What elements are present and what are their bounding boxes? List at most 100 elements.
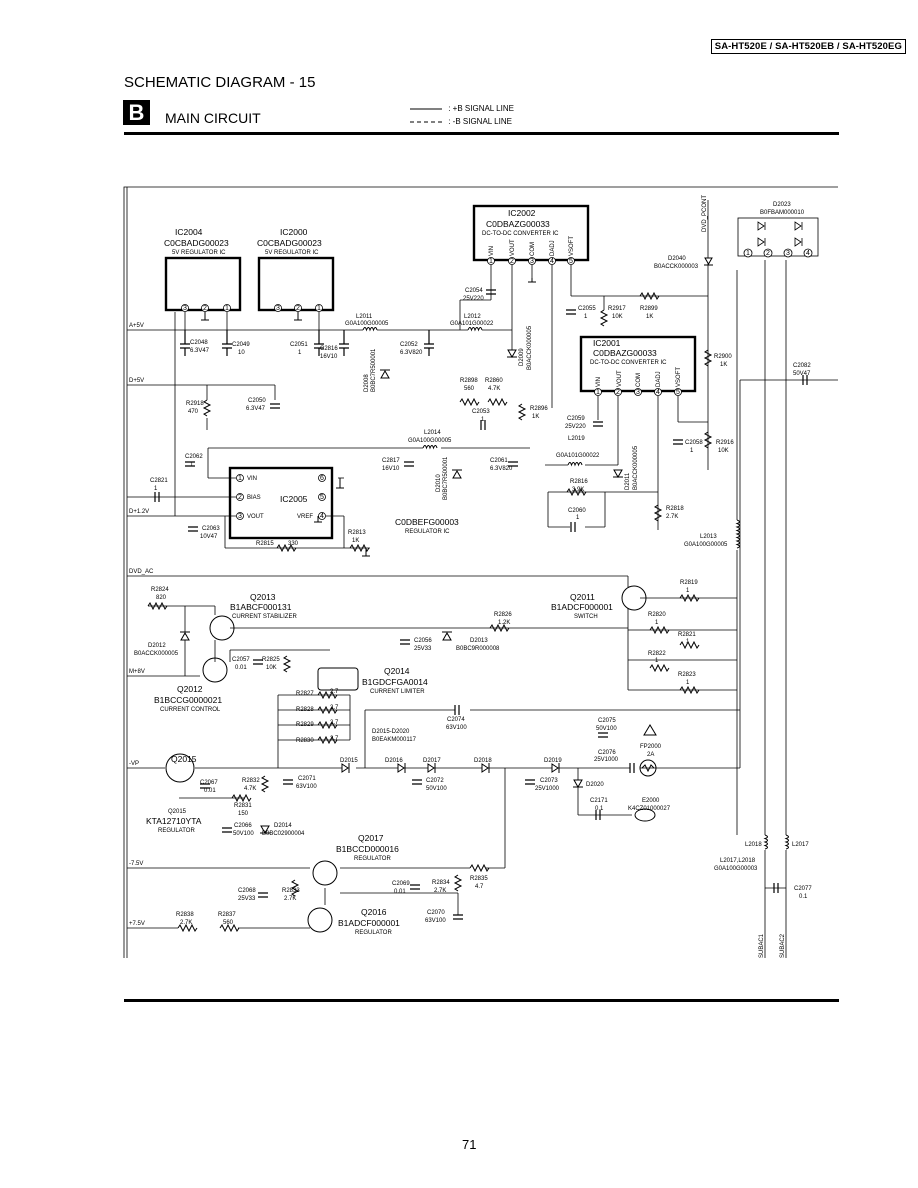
l2012-coil [467,327,483,332]
dashed-line-icon [410,121,442,123]
header-rule [124,132,839,135]
ic2002-pin-vout: VOUT [510,239,516,256]
c2066-value: 50V100 [233,831,254,837]
c2059-value: 25V220 [565,424,586,430]
q2015-part: KTA12710YTA [146,816,202,826]
r2898-value: 560 [464,386,475,392]
c2070-label: C2070 [427,910,445,916]
r2833-label: R2833 [282,888,300,894]
net-dvd-pcont: DVD_PCONT [702,195,708,232]
section-name: MAIN CIRCUIT [165,110,261,126]
ic2002-pin-vin: VIN [489,246,495,256]
c2058-value: 1 [690,448,694,454]
d2011-label: D2011 [625,472,631,490]
ic2001-pin2: 2 [616,389,620,396]
ic2002-pin3: 3 [530,258,534,265]
r2833-value: 2.7K [284,896,296,902]
q2014-ref: Q2014 [384,666,410,676]
legend-minus-b: : -B SIGNAL LINE [410,117,514,130]
ic2001-pin5: 5 [676,389,680,396]
q2012-part: B1BCCG0000021 [154,695,222,705]
r2815-label: R2815 [256,541,274,547]
ic2005-pin4: 4 [320,513,324,520]
net-a5v: A+5V [129,323,144,329]
r2900-value: 1K [720,362,727,368]
ic2001: IC2001 C0DBAZG00033 DC-TO-DC CONVERTER I… [579,335,697,396]
bridge-pin-1: 1 [746,250,750,257]
c2072-label: C2072 [426,778,444,784]
ic2004-ref: IC2004 [175,227,203,237]
r2830-label: R2830 [296,738,314,744]
ic2002-pin5: 5 [569,258,573,265]
bridge-pin-3: 3 [786,250,790,257]
warning-triangle-icon [643,724,657,736]
r2826-label: R2826 [494,612,512,618]
r2898-label: R2898 [460,378,478,384]
ic2004-pin3: 3 [183,305,187,312]
r2837-value: 560 [223,920,234,926]
c2049-label: C2049 [232,342,250,348]
q2013-desc: CURRENT STABILIZER [232,614,297,620]
q2012-ref: Q2012 [177,684,203,694]
d2008-label: D2008 [364,374,370,392]
ic2005-part: C0DBEFG00003 [395,517,459,527]
r2825-value: 10K [266,665,277,671]
c2048-value: 6.3V47 [190,348,210,354]
r2821-label: R2821 [678,632,696,638]
c2171-value: 0.1 [595,806,604,812]
d2015-label: D2015 [340,758,358,764]
c2051-label: C2051 [290,342,308,348]
d2018-label: D2018 [474,758,492,764]
q2014-symbol [317,667,359,691]
q2016-ref: Q2016 [361,907,387,917]
c2073-value: 25V1000 [535,786,560,792]
r2827-value: 2.7 [330,689,339,695]
d2008-value: B0BC7R500001 [371,348,377,392]
net-m8v: M+8V [129,669,145,675]
l2011-label: L2011 [356,314,373,320]
q2015-ref-small: Q2015 [168,809,187,815]
r2822-label: R2822 [648,651,666,657]
c2053-label: C2053 [472,409,490,415]
d2040-value: B0ACCK000003 [654,264,699,270]
ic2001-ref: IC2001 [593,338,621,348]
ic2005-pin1: 1 [238,475,242,482]
q2011-desc: SWITCH [574,614,598,620]
solid-line-icon [410,108,442,110]
r2815-value: 330 [288,541,299,547]
ic2000-ref: IC2000 [280,227,308,237]
r2918-label: R2918 [186,401,204,407]
ic2001-pin-com: COM [636,373,642,387]
r2820-label: R2820 [648,612,666,618]
q2011-ref: Q2011 [570,592,595,602]
ic2001-pin-vin: VIN [596,377,602,387]
l2013-coil [735,519,740,549]
r2900-label: R2900 [714,354,732,360]
c2060-value: 1 [576,515,580,521]
d2017-label: D2017 [423,758,441,764]
l2013-value: G0A100G00005 [684,542,728,548]
ic2001-part: C0DBAZG00033 [593,348,657,358]
c2060-label: C2060 [568,508,586,514]
r2825-label: R2825 [262,657,280,663]
ic2000-pin3: 3 [276,305,280,312]
r2832-value: 4.7K [244,786,256,792]
r2824-label: R2824 [151,587,169,593]
ic2005-pin-bias: BIAS [247,495,261,501]
ic2001-pin1: 1 [596,389,600,396]
q2012-desc: CURRENT CONTROL [160,707,221,713]
r2916-value: 10K [718,448,729,454]
ic2001-pin-dadj: DADJ [656,371,662,387]
resistors [147,291,713,933]
q2015-ref: Q2015 [171,754,197,764]
d2014-label: D2014 [274,823,292,829]
d2016-label: D2016 [385,758,403,764]
r2835-label: R2835 [470,876,488,882]
c2059-label: C2059 [567,416,585,422]
l2017-label: L2017 [792,842,809,848]
r2813-label: R2813 [348,530,366,536]
c2063-label: C2063 [202,526,220,532]
q2015-symbol [165,753,195,783]
ic2004: IC2004 C0CBADG00023 5V REGULATOR IC [164,227,242,312]
r2829-value: 2.7 [330,720,339,726]
